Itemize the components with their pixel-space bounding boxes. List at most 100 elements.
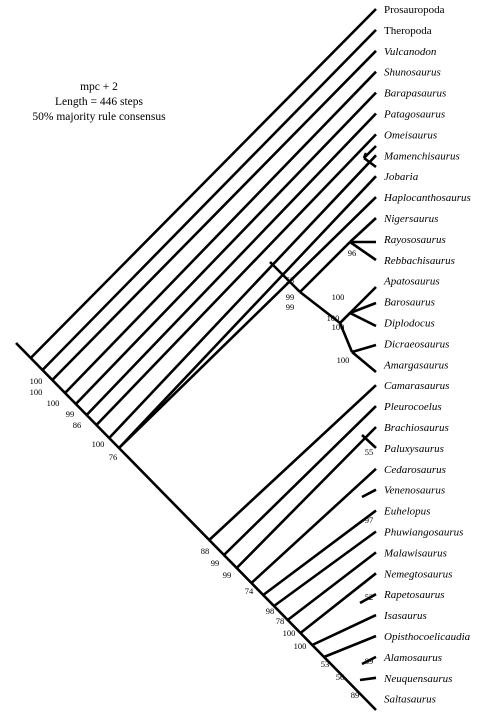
taxon-label: Shunosaurus	[384, 67, 441, 79]
support-value: 55	[365, 447, 374, 457]
support-value: 99	[66, 409, 75, 419]
support-value: 99	[211, 558, 220, 568]
terminal-branch	[41, 28, 377, 371]
terminal-branch	[361, 655, 377, 666]
taxon-label: Mamenchisaurus	[383, 150, 460, 162]
clade-stem	[362, 152, 368, 159]
taxon-label: Patagosaurus	[383, 109, 445, 121]
support-value: 96	[348, 248, 357, 258]
taxon-label: Saltasaurus	[384, 694, 436, 706]
internal-branch	[338, 322, 354, 353]
support-values: 1001001009986100769953999610010010010088…	[30, 248, 374, 700]
terminal-branch	[349, 240, 377, 262]
analysis-annotation: mpc + 2 Length = 446 steps 50% majority …	[14, 80, 184, 125]
support-value: 100	[30, 387, 43, 397]
taxon-label: Cedarosaurus	[384, 464, 446, 476]
tree-branches	[15, 8, 377, 711]
support-value: 78	[276, 616, 285, 626]
taxon-label: Paluxysaurus	[383, 443, 444, 455]
support-value: 52	[365, 592, 374, 602]
support-value: 76	[109, 452, 118, 462]
taxon-label: Euhelopus	[383, 506, 430, 518]
support-value: 89	[351, 690, 360, 700]
terminal-branch	[349, 311, 377, 328]
taxon-label: Pleurocoelus	[383, 401, 442, 413]
taxon-label: Omeisaurus	[384, 129, 437, 141]
terminal-branch	[51, 49, 377, 381]
taxon-label: Theropoda	[384, 25, 432, 37]
annotation-consensus: 50% majority rule consensus	[32, 111, 166, 123]
terminal-branch	[323, 634, 377, 659]
support-value: 100	[283, 628, 296, 638]
terminal-branch	[235, 426, 377, 569]
taxon-label: Isasaurus	[383, 610, 427, 622]
taxon-label: Brachiosaurus	[384, 422, 449, 434]
taxon-label: Haplocanthosaurus	[383, 192, 471, 204]
support-value: 99	[223, 570, 232, 580]
taxon-label: Venenosaurus	[384, 485, 445, 497]
terminal-branch	[85, 112, 377, 416]
terminal-branch	[286, 551, 377, 622]
terminal-branch	[351, 351, 377, 373]
terminal-branch	[29, 8, 377, 359]
taxon-label: Amargasaurus	[383, 359, 448, 371]
terminal-branch	[262, 509, 377, 597]
internal-branch	[339, 312, 351, 324]
taxon-label: Barapasaurus	[384, 88, 446, 100]
annotation-length: Length = 446 steps	[55, 96, 143, 108]
terminal-branch	[118, 196, 377, 449]
taxon-label: Diplodocus	[383, 318, 435, 330]
internal-branch	[299, 290, 341, 325]
taxon-label: Dicraeosaurus	[383, 338, 449, 350]
terminal-branch	[349, 217, 377, 243]
support-value: 100	[332, 322, 345, 332]
terminal-branch	[361, 434, 377, 449]
support-value: 74	[245, 586, 254, 596]
taxon-label: Opisthocoelicaudia	[384, 631, 471, 643]
terminal-branch	[351, 343, 377, 354]
taxon-labels: ProsauropodaTheropodaVulcanodonShunosaur…	[383, 4, 471, 706]
support-value: 100	[92, 439, 105, 449]
clade-stem	[269, 261, 301, 293]
terminal-branch	[250, 467, 377, 584]
support-value: 100	[327, 313, 340, 323]
support-value: 89	[365, 656, 374, 666]
terminal-branch	[359, 676, 377, 682]
support-value: 88	[201, 546, 210, 556]
terminal-branch	[363, 156, 377, 169]
taxon-label: Rapetosaurus	[383, 589, 445, 601]
terminal-branch	[74, 91, 377, 405]
taxon-label: Nemegtosaurus	[383, 568, 452, 580]
taxon-label: Apatosaurus	[383, 276, 440, 288]
support-value: 53	[321, 659, 330, 669]
taxon-label: Rebbachisaurus	[383, 255, 455, 267]
annotation-method: mpc + 2	[80, 81, 118, 93]
support-value: 100	[294, 641, 307, 651]
taxon-label: Neuquensaurus	[383, 673, 452, 685]
support-value: 97	[365, 515, 374, 525]
taxon-label: Rayososaurus	[383, 234, 446, 246]
terminal-branch	[95, 133, 377, 426]
taxon-label: Prosauropoda	[384, 4, 445, 16]
terminal-branch	[273, 530, 377, 608]
support-value: 86	[73, 420, 82, 430]
main-spine	[15, 342, 377, 711]
terminal-branch	[208, 384, 377, 541]
support-value: 100	[332, 292, 345, 302]
taxon-label: Phuwiangosaurus	[383, 527, 463, 539]
support-value: 99	[286, 302, 295, 312]
support-value: 100	[337, 355, 350, 365]
support-value: 98	[266, 606, 275, 616]
terminal-branch	[64, 70, 377, 394]
taxon-label: Camarasaurus	[384, 380, 449, 392]
terminal-branch	[311, 613, 377, 647]
support-value: 53	[286, 275, 295, 285]
support-value: 100	[47, 398, 60, 408]
support-value: 100	[30, 376, 43, 386]
taxon-label: Alamosaurus	[383, 652, 442, 664]
terminal-branch	[299, 572, 377, 635]
terminal-branch	[361, 488, 377, 499]
terminal-branch	[118, 175, 377, 449]
support-value: 56	[336, 672, 345, 682]
